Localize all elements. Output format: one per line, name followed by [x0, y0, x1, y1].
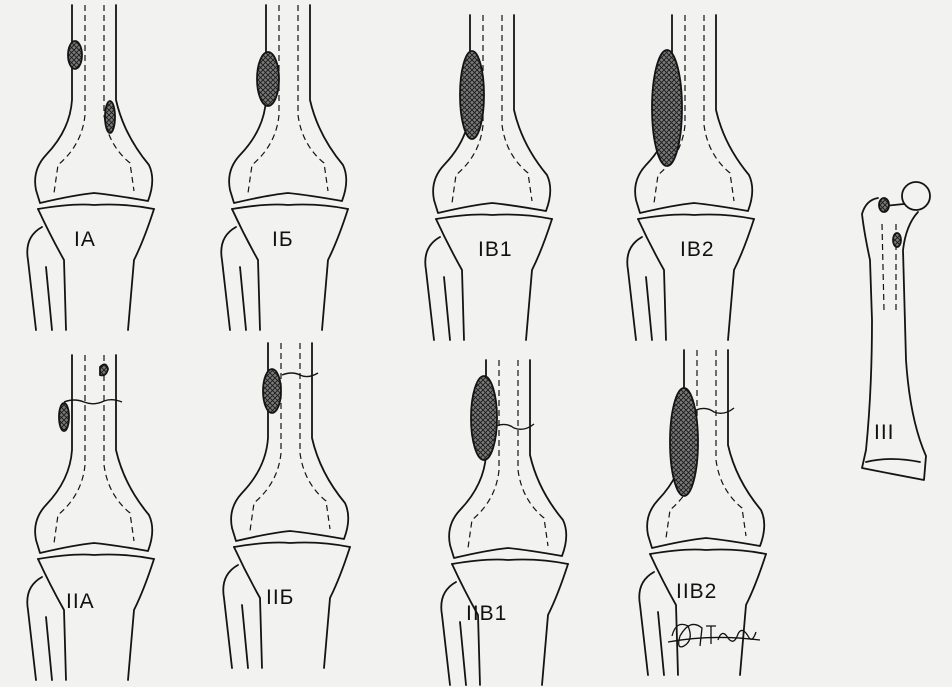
label-IB: IБ	[272, 228, 294, 251]
lesion-small	[100, 364, 108, 375]
label-IV1: IB1	[478, 238, 513, 261]
label-IIA: IIA	[66, 590, 95, 613]
lesion-proximal	[879, 198, 889, 212]
lesion-proximal	[68, 41, 82, 69]
label-IA: IA	[74, 228, 96, 251]
lesion	[670, 388, 698, 496]
label-III: III	[874, 421, 895, 444]
lesion	[652, 50, 682, 166]
lesion	[59, 403, 69, 431]
label-IV2: IB2	[680, 238, 715, 261]
label-IIB: IIБ	[266, 586, 294, 609]
label-IIV1: IIB1	[466, 602, 507, 625]
lesion	[460, 51, 484, 139]
lesion	[263, 369, 281, 413]
lesion-distal	[893, 233, 901, 247]
label-IIV2: IIB2	[676, 580, 717, 603]
lesion-distal	[105, 101, 115, 133]
lesion	[471, 376, 497, 460]
lesion	[257, 52, 279, 106]
